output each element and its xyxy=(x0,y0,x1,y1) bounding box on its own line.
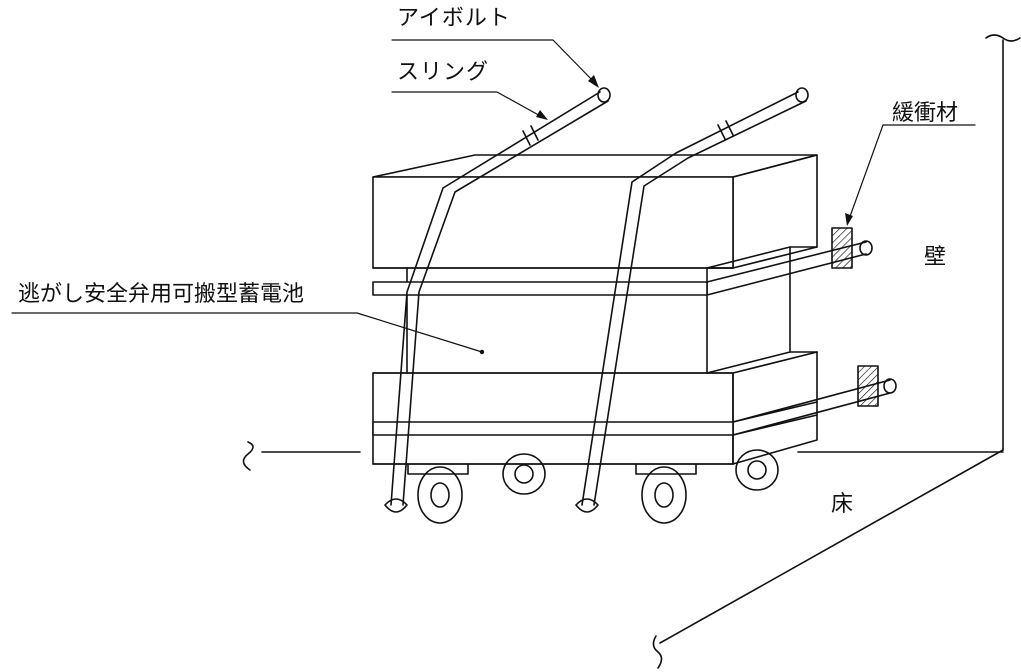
cushion-label: 緩衝材 xyxy=(892,101,959,126)
eyebolt-label: アイボルト xyxy=(397,6,511,31)
wall-and-floor xyxy=(242,34,1021,669)
battery-label: 逃がし安全弁用可搬型蓄電池 xyxy=(18,282,305,307)
cushion-blocks xyxy=(831,227,879,407)
wall-label: 壁 xyxy=(924,245,947,270)
leader-arrowheads xyxy=(536,75,853,226)
sling-right xyxy=(575,87,809,513)
sling-label: スリング xyxy=(397,60,490,85)
carriage xyxy=(372,449,779,524)
battery-box xyxy=(372,154,818,465)
sling-left xyxy=(384,87,611,513)
floor-label: 床 xyxy=(831,492,854,517)
leader-lines xyxy=(11,39,976,353)
